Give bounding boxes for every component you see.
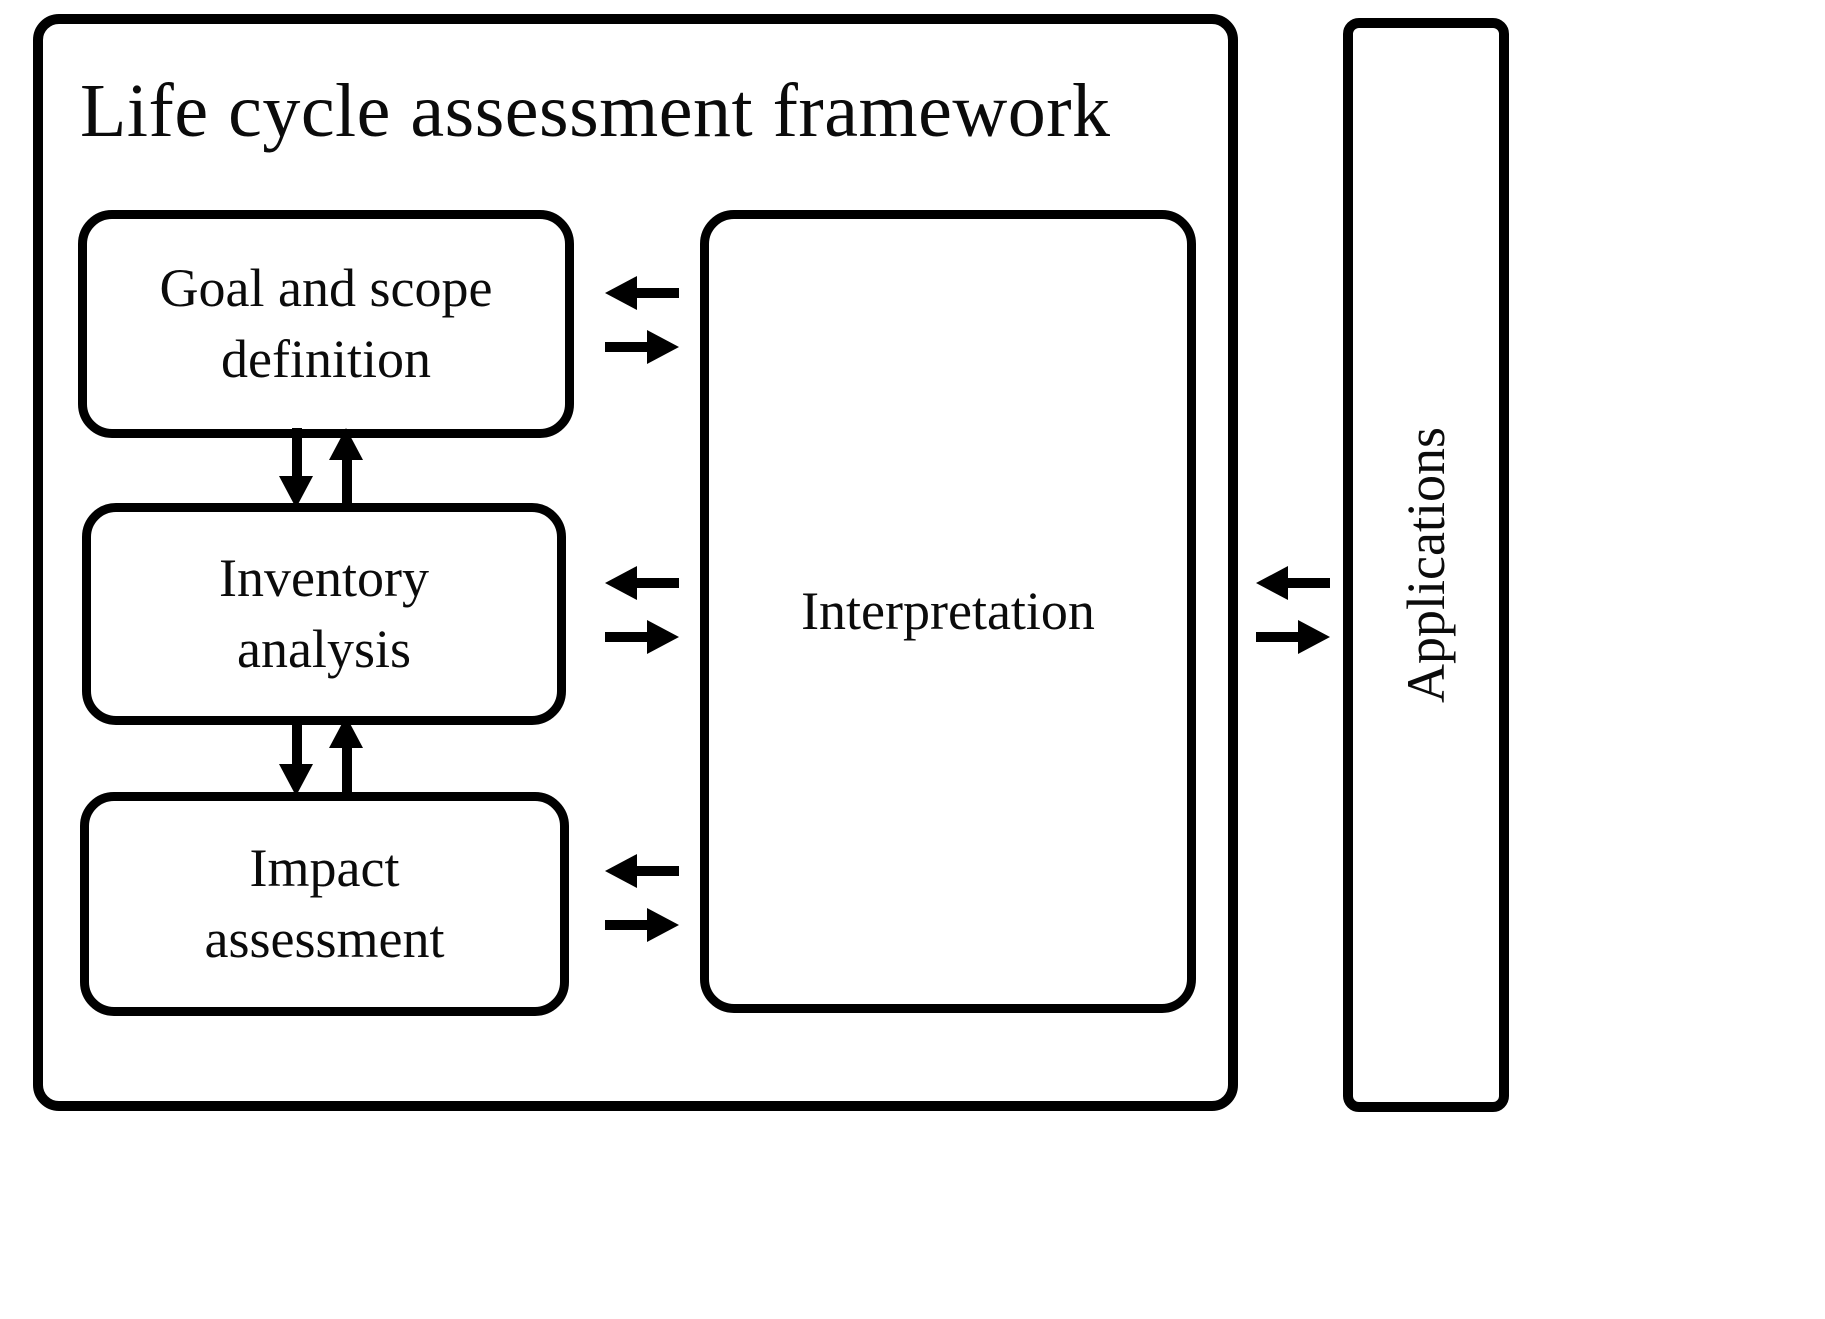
down-arrow-icon [279, 428, 313, 508]
arrow-shaft [631, 578, 679, 588]
left-arrow-icon [605, 566, 679, 600]
arrow-shaft [342, 744, 352, 796]
arrow-pair-framework-applications [1256, 566, 1330, 660]
right-arrow-icon [1256, 620, 1330, 654]
up-arrow-icon [329, 428, 363, 508]
arrow-shaft [631, 288, 679, 298]
arrow-head [647, 330, 679, 364]
stage-box-interpretation[interactable]: Interpretation [700, 210, 1196, 1013]
left-arrow-icon [1256, 566, 1330, 600]
arrow-pair-goal-inventory [279, 428, 363, 508]
arrow-shaft [1282, 578, 1330, 588]
stage-label-interpretation: Interpretation [801, 580, 1095, 641]
arrow-head [1298, 620, 1330, 654]
arrow-shaft [342, 456, 352, 508]
arrow-head [647, 620, 679, 654]
page-title: Life cycle assessment framework [80, 69, 1111, 153]
down-arrow-icon [279, 716, 313, 796]
applications-label: Applications [1396, 427, 1456, 703]
arrow-shaft [605, 920, 653, 930]
arrow-head [279, 764, 313, 796]
arrow-shaft [1256, 632, 1304, 642]
arrow-head [329, 428, 363, 460]
arrow-pair-inventory-impact [279, 716, 363, 796]
right-arrow-icon [605, 620, 679, 654]
right-arrow-icon [605, 908, 679, 942]
arrow-shaft [631, 866, 679, 876]
arrow-head [279, 476, 313, 508]
right-arrow-icon [605, 330, 679, 364]
arrow-shaft [292, 716, 302, 768]
applications-container[interactable]: Applications [1343, 18, 1509, 1112]
arrow-pair-impact-interpretation [605, 854, 679, 948]
left-arrow-icon [605, 276, 679, 310]
arrow-pair-goal-interpretation [605, 276, 679, 370]
arrow-head [329, 716, 363, 748]
up-arrow-icon [329, 716, 363, 796]
arrow-shaft [605, 342, 653, 352]
arrow-shaft [292, 428, 302, 480]
arrow-head [647, 908, 679, 942]
arrow-shaft [605, 632, 653, 642]
arrow-pair-inventory-interpretation [605, 566, 679, 660]
left-arrow-icon [605, 854, 679, 888]
